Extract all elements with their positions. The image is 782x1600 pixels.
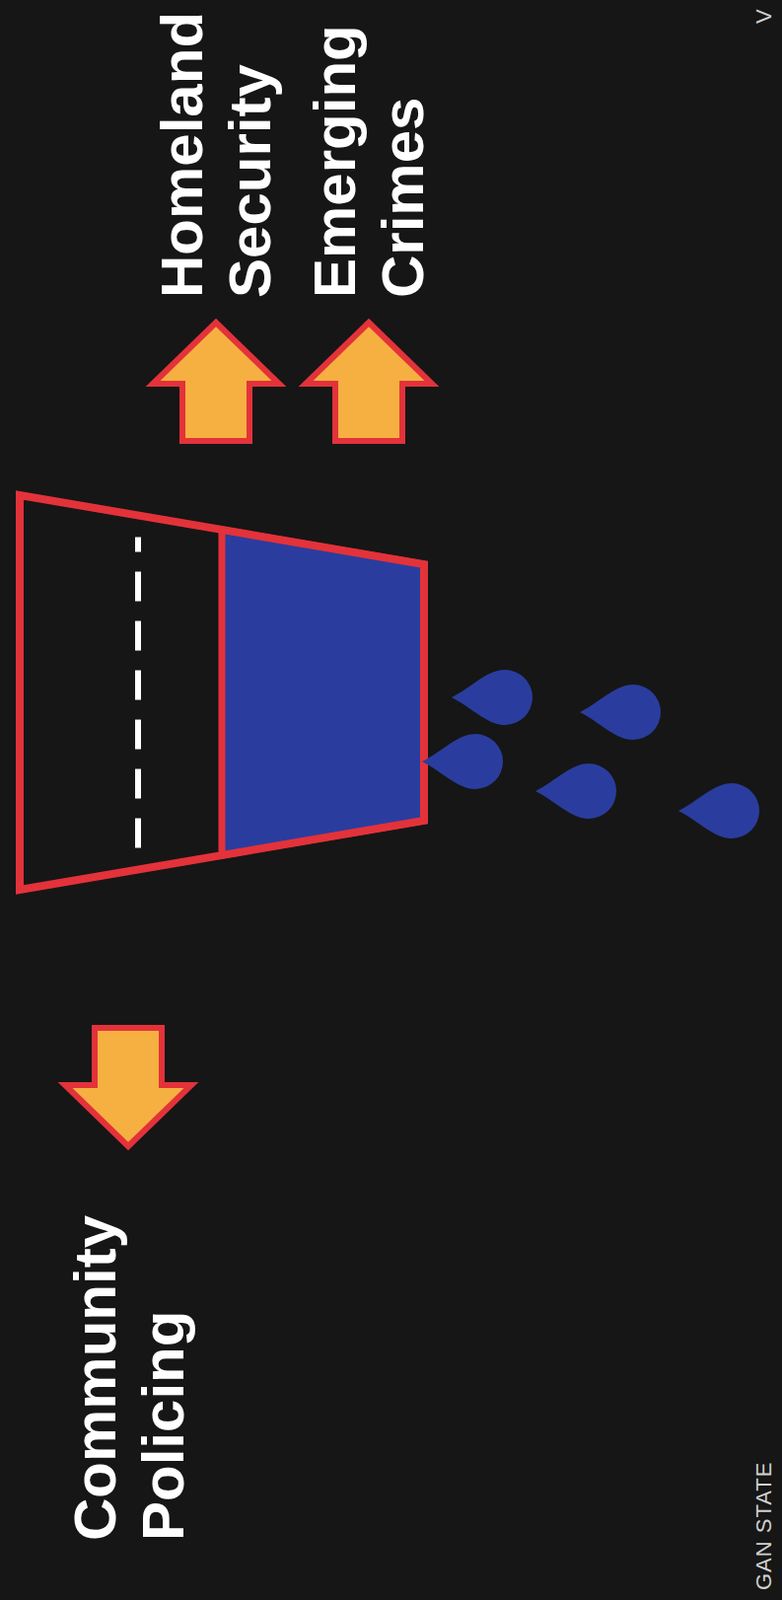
water-drop — [678, 782, 760, 839]
target-label: Homeland Security — [147, 11, 285, 298]
arrows — [65, 322, 432, 1146]
water — [221, 529, 425, 855]
former-level-line — [135, 536, 142, 848]
block-arrow — [65, 1027, 192, 1146]
water-drop — [579, 684, 661, 740]
footer-text: GAN STATE — [751, 1461, 778, 1590]
drops — [422, 669, 760, 839]
bucket — [19, 495, 425, 890]
bucket-outline — [19, 495, 425, 890]
target-label: Emerging Crimes — [300, 24, 437, 298]
block-arrow — [305, 322, 432, 441]
source-label: Community Policing — [61, 1214, 198, 1541]
water-drop — [451, 669, 533, 725]
water-drop — [535, 763, 617, 819]
block-arrow — [152, 322, 280, 441]
water-drop — [422, 733, 503, 789]
footer-text: V — [751, 7, 778, 24]
